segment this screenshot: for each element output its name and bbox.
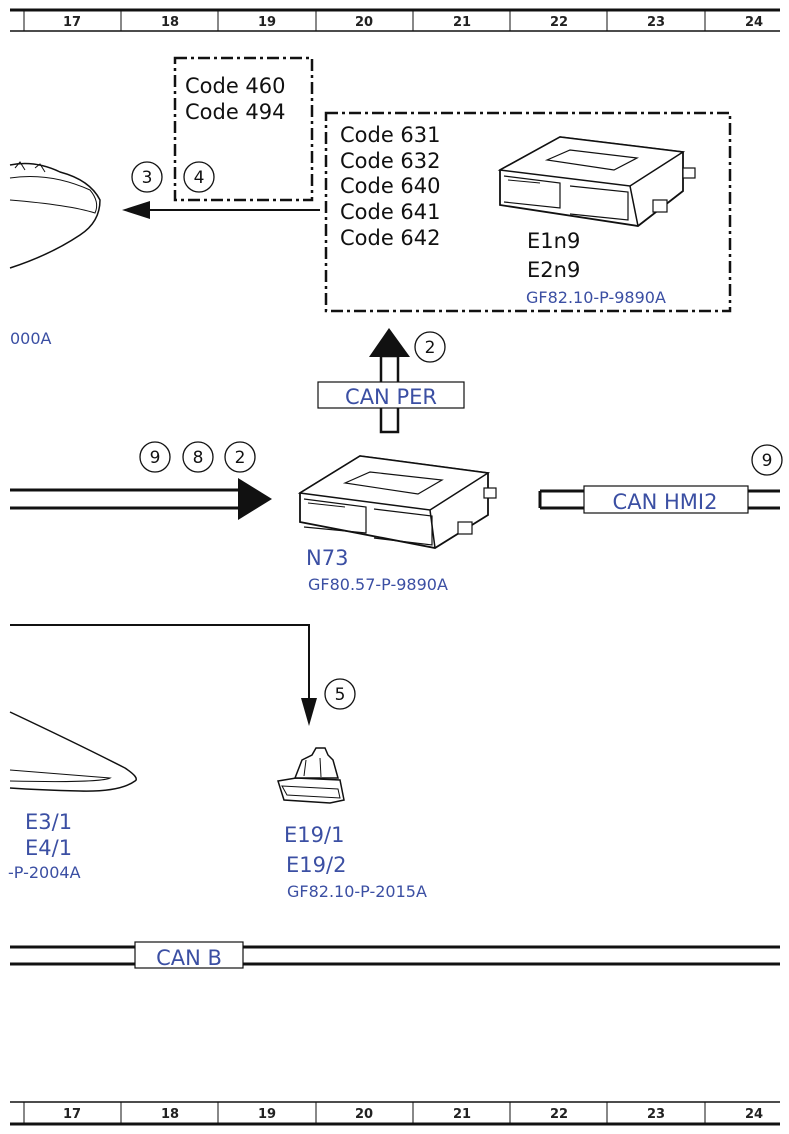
can-b-label: CAN B <box>156 946 222 970</box>
module-box-ref: GF82.10-P-9890A <box>526 288 666 307</box>
ruler-col-24: 24 <box>745 15 763 30</box>
ruler-col-20: 20 <box>355 1107 373 1122</box>
bus-left <box>10 478 272 520</box>
can-per-label: CAN PER <box>345 385 437 409</box>
left-partial-ref: 000A <box>10 329 52 348</box>
lamp-ref: GF82.10-P-2015A <box>287 882 427 901</box>
bus-can-b: CAN B <box>10 941 780 970</box>
code-642: Code 642 <box>340 226 441 250</box>
ruler-col-21: 21 <box>453 1107 471 1122</box>
e19-2-label: E19/2 <box>286 853 346 877</box>
code-box-top: Code 460 Code 494 <box>173 56 314 202</box>
code-641: Code 641 <box>340 200 441 224</box>
can-hmi2-label: CAN HMI2 <box>613 490 718 514</box>
svg-text:8: 8 <box>193 448 204 468</box>
e4-1-label: E4/1 <box>25 836 72 860</box>
callout-5: 5 <box>324 678 356 710</box>
bottom-ruler: 17 18 19 20 21 22 23 24 <box>10 1101 780 1126</box>
ruler-col-24: 24 <box>745 1107 763 1122</box>
callout-2-can-per: 2 <box>414 331 446 363</box>
svg-text:5: 5 <box>335 685 346 705</box>
n73-ref: GF80.57-P-9890A <box>308 575 448 594</box>
n73-label: N73 <box>306 546 348 570</box>
svg-text:2: 2 <box>235 448 246 468</box>
ruler-col-17: 17 <box>63 15 81 30</box>
lamp-e19-icon <box>277 747 345 804</box>
ruler-col-19: 19 <box>258 15 276 30</box>
ruler-col-23: 23 <box>647 1107 665 1122</box>
e19-1-label: E19/1 <box>284 823 344 847</box>
code-494: Code 494 <box>185 100 286 124</box>
can-per-arrow <box>369 328 410 434</box>
svg-text:4: 4 <box>194 168 205 188</box>
arrow-to-headlamp <box>122 201 320 219</box>
module-box: Code 631 Code 632 Code 640 Code 641 Code… <box>324 111 732 313</box>
ruler-col-21: 21 <box>453 15 471 30</box>
arrow-to-lamp <box>10 624 317 726</box>
ruler-col-20: 20 <box>355 15 373 30</box>
callout-3: 3 <box>131 161 163 193</box>
ruler-col-18: 18 <box>161 1107 179 1122</box>
label-e1n9: E1n9 <box>527 229 580 253</box>
top-ruler: 17 18 19 20 21 22 23 24 <box>10 8 780 32</box>
can-per-label-box: CAN PER <box>317 381 465 409</box>
ruler-col-18: 18 <box>161 15 179 30</box>
code-632: Code 632 <box>340 149 441 173</box>
callout-4: 4 <box>183 161 215 193</box>
callout-2-left: 2 <box>224 441 256 473</box>
ecu-module-icon <box>497 136 696 227</box>
svg-text:3: 3 <box>142 168 153 188</box>
ruler-col-23: 23 <box>647 15 665 30</box>
code-640: Code 640 <box>340 174 441 198</box>
ruler-col-22: 22 <box>550 1107 568 1122</box>
svg-text:2: 2 <box>425 338 436 358</box>
ruler-col-22: 22 <box>550 15 568 30</box>
callout-9-left: 9 <box>139 441 171 473</box>
callout-9-right: 9 <box>751 444 783 476</box>
label-e2n9: E2n9 <box>527 258 580 282</box>
callout-8: 8 <box>182 441 214 473</box>
headlamp-ref: -P-2004A <box>8 863 81 882</box>
code-631: Code 631 <box>340 123 441 147</box>
svg-text:9: 9 <box>762 451 773 471</box>
code-460: Code 460 <box>185 74 286 98</box>
n73-ecu-icon <box>297 455 497 549</box>
bus-right: CAN HMI2 <box>538 485 780 514</box>
headlamp-bottom-outline <box>9 711 137 792</box>
ruler-col-17: 17 <box>63 1107 81 1122</box>
headlamp-top-outline <box>9 161 101 269</box>
e3-1-label: E3/1 <box>25 810 72 834</box>
ruler-col-19: 19 <box>258 1107 276 1122</box>
svg-text:9: 9 <box>150 448 161 468</box>
